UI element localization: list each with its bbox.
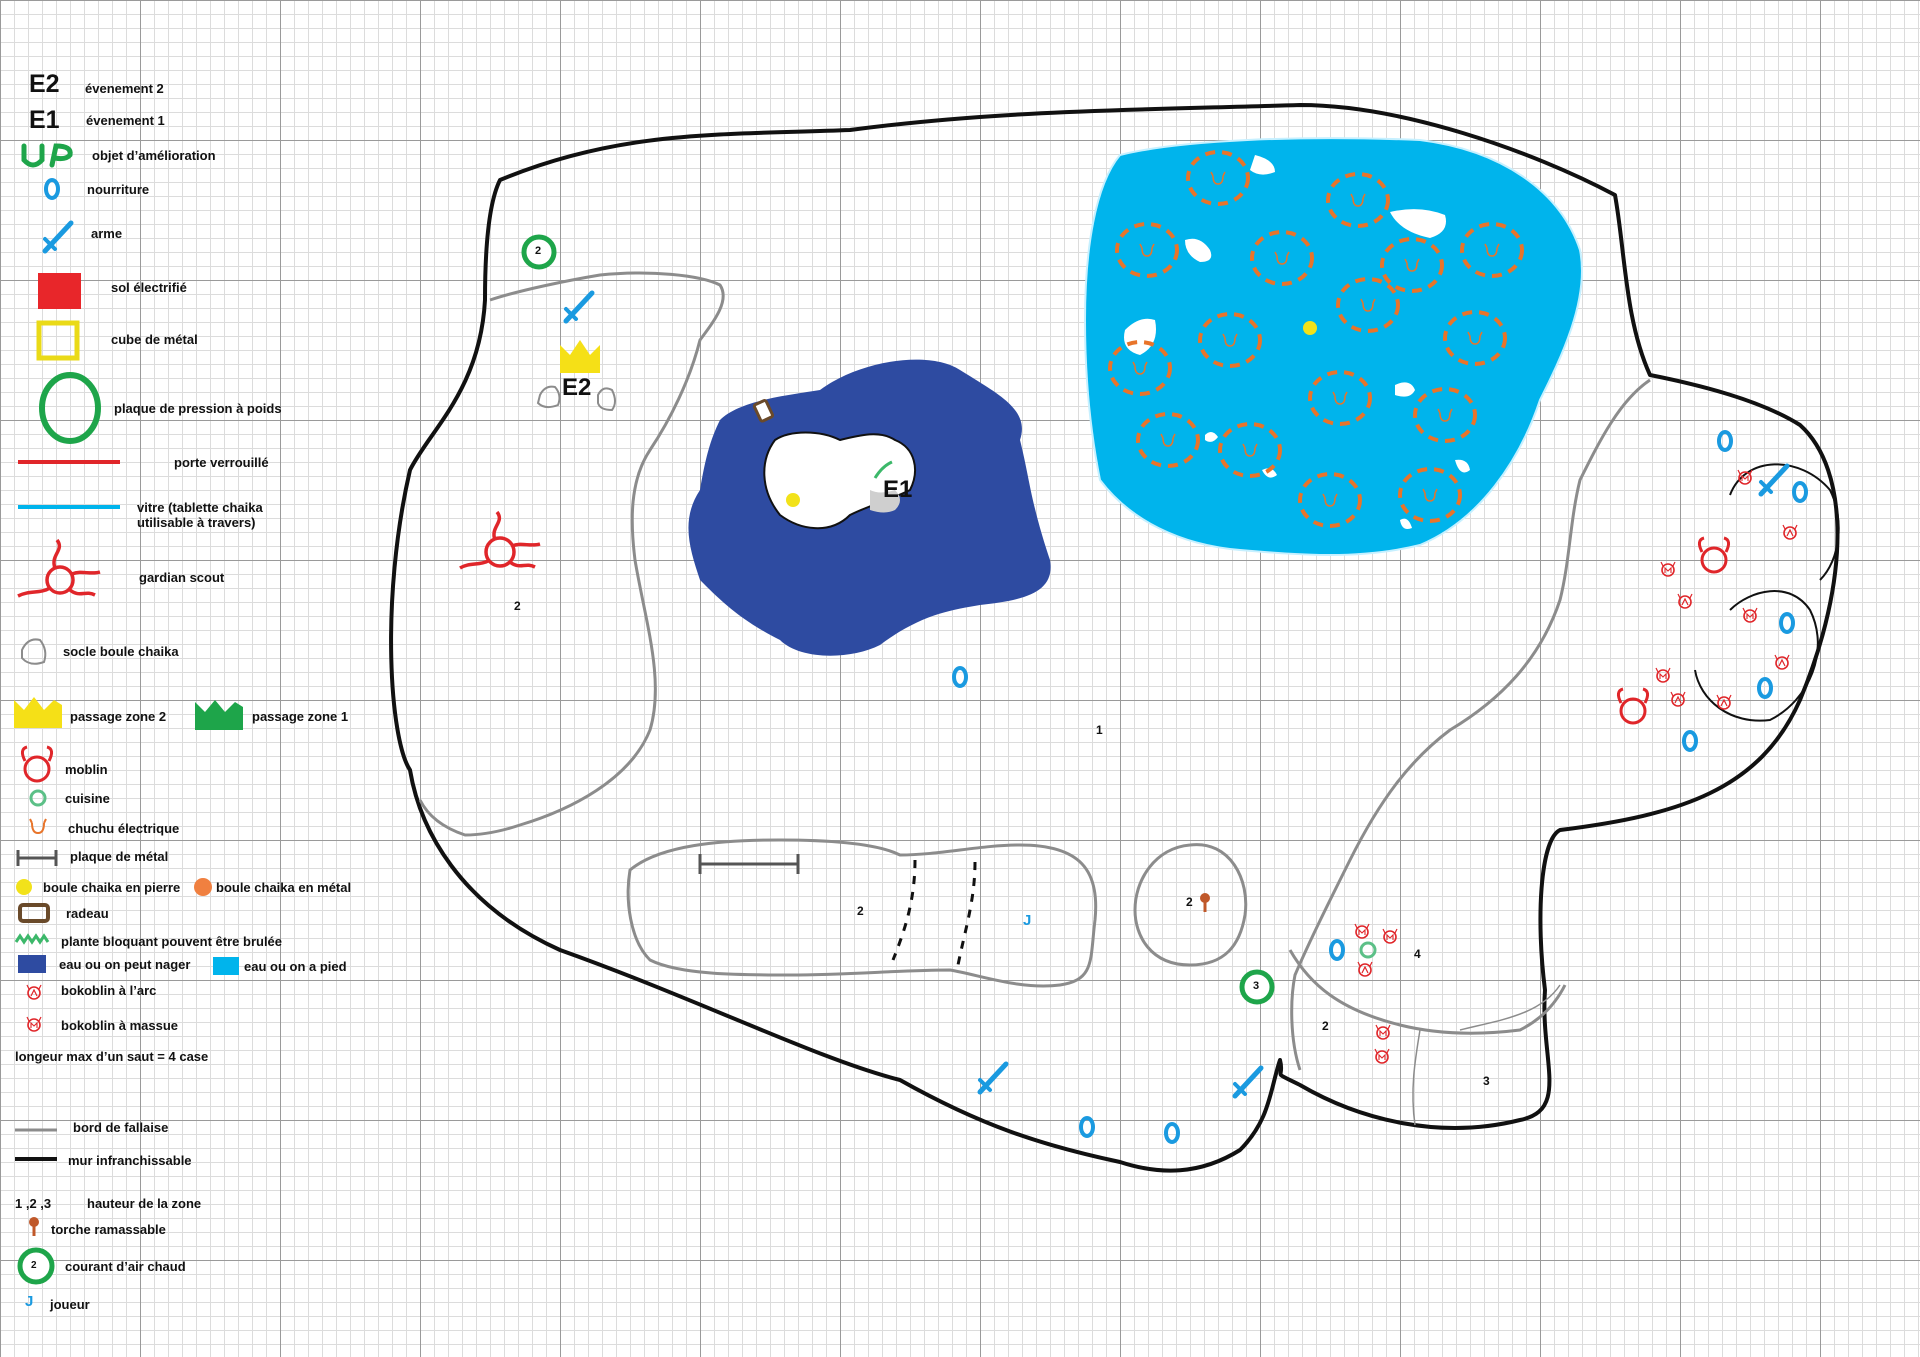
legend-metal-cube-label: cube de métal (111, 332, 198, 347)
bridge-lines (891, 859, 977, 966)
legend-passage-zone-2-label: passage zone 2 (70, 709, 167, 724)
updraft-north-west (521, 234, 557, 270)
chaika-socle-icons (536, 385, 616, 412)
cuisine-icon (1359, 941, 1377, 959)
zone-height-main: 1 (1096, 723, 1103, 737)
walk-lake (1083, 137, 1583, 556)
electric-floor-icon (38, 273, 81, 309)
plant-icon (14, 933, 50, 945)
legend-cliff-edge-label: bord de fallaise (73, 1120, 169, 1135)
pressure-plate-icon (39, 372, 101, 444)
updraft-nw-number: 2 (535, 245, 542, 257)
west-zone-objects (459, 293, 968, 688)
torch-icon (1200, 893, 1210, 912)
torch-legend-icon (29, 1217, 39, 1236)
upgrade-icon (21, 143, 73, 168)
guardian-legend-icon (17, 538, 101, 598)
chuchu-icon (29, 818, 47, 835)
legend-e2-label: évenement 2 (85, 81, 164, 96)
legend-plant-label: plante bloquant pouvent être brulée (61, 934, 283, 949)
legend-chuchu-label: chuchu électrique (68, 821, 180, 836)
legend-socle-label: socle boule chaika (63, 644, 179, 659)
legend-hot-air-label: courant d’air chaud (65, 1259, 186, 1274)
legend-e1-code: E1 (29, 106, 60, 134)
zone-height-se4: 4 (1414, 947, 1421, 961)
zone-height-torch: 2 (1186, 895, 1193, 909)
hot-air-icon (17, 1247, 55, 1285)
passage-zone-2-icon (560, 340, 600, 373)
legend-hot-air-number: 2 (31, 1260, 37, 1271)
metal-ball-icon (194, 878, 212, 896)
cliff-edges (418, 271, 1651, 1126)
legend-locked-door-label: porte verrouillé (174, 455, 269, 470)
legend-moblin-label: moblin (65, 762, 108, 777)
legend-guardian-label: gardian scout (139, 570, 225, 585)
legend-cuisine-label: cuisine (65, 791, 110, 806)
legend-bokoblin-bow-label: bokoblin à l’arc (61, 983, 157, 998)
sword-icon (45, 223, 71, 251)
swim-lake (688, 359, 1051, 656)
legend-torch-label: torche ramassable (51, 1222, 166, 1237)
legend-bokoblin-club-label: bokoblin à massue (61, 1018, 179, 1033)
socle-icon (21, 638, 47, 665)
raft-icon (18, 903, 50, 923)
player-icon: J (1023, 912, 1032, 929)
legend-jump-note: longeur max d’un saut = 4 case (15, 1049, 209, 1064)
passage-zone-1-legend-icon (195, 700, 243, 730)
legend-raft-label: radeau (66, 906, 109, 921)
stone-ball-icon (16, 879, 32, 895)
zone-height-se2: 2 (1322, 1019, 1329, 1033)
bokoblin-club-icon (26, 1016, 42, 1032)
updraft-south-number: 3 (1253, 980, 1260, 992)
metal-plate-legend-icon (16, 850, 58, 866)
legend-e2-code: E2 (29, 70, 60, 98)
legend-swim-water-label: eau ou on peut nager (59, 957, 191, 972)
walk-water-icon (213, 957, 239, 975)
legend-food-label: nourriture (87, 182, 150, 197)
cuisine-legend-icon (29, 789, 47, 807)
event-e2-label: E2 (562, 374, 592, 401)
passage-zone-2-legend-icon (14, 697, 62, 728)
player-legend-icon: J (25, 1293, 34, 1310)
south-zone-objects (521, 234, 1275, 1144)
legend-symbols (14, 143, 243, 1285)
legend-stone-ball-label: boule chaika en pierre (43, 880, 181, 895)
legend-heights-label: hauteur de la zone (87, 1196, 202, 1211)
legend-metal-ball-label: boule chaika en métal (216, 880, 352, 895)
zone-height-bridge: 2 (857, 904, 864, 918)
metal-cube-icon (36, 320, 80, 361)
legend-upgrade-label: objet d’amélioration (92, 148, 216, 163)
legend-weapon-label: arme (91, 226, 123, 241)
moblin-icon (20, 745, 54, 783)
zone-height-west: 2 (514, 599, 521, 613)
east-zone-objects (1329, 430, 1808, 1064)
guardian-icon (459, 510, 541, 570)
legend-glass-label: vitre (tablette chaika utilisable à trav… (137, 500, 263, 530)
legend-e1-label: évenement 1 (86, 113, 165, 128)
updraft-south (1239, 969, 1275, 1005)
main-outer-wall (389, 103, 1840, 1173)
legend-metal-plate-label: plaque de métal (70, 849, 169, 864)
legend-walk-water-label: eau ou on a pied (244, 959, 347, 974)
food-icon (44, 178, 60, 200)
legend-heights-numbers: 1 ,2 ,3 (15, 1196, 52, 1211)
legend-passage-zone-1-label: passage zone 1 (252, 709, 349, 724)
legend-electric-floor-label: sol électrifié (111, 280, 187, 295)
zone-height-se3: 3 (1483, 1074, 1490, 1088)
bokoblin-bow-icon (26, 984, 42, 1000)
east-inner-walls (1694, 463, 1840, 722)
event-e1-label: E1 (883, 476, 913, 503)
legend-pressure-plate-label: plaque de pression à poids (114, 401, 282, 416)
swim-water-icon (18, 955, 46, 973)
legend-wall-label: mur infranchissable (68, 1153, 192, 1168)
metal-plate-icon (698, 854, 800, 874)
legend-player-label: joueur (50, 1297, 90, 1312)
